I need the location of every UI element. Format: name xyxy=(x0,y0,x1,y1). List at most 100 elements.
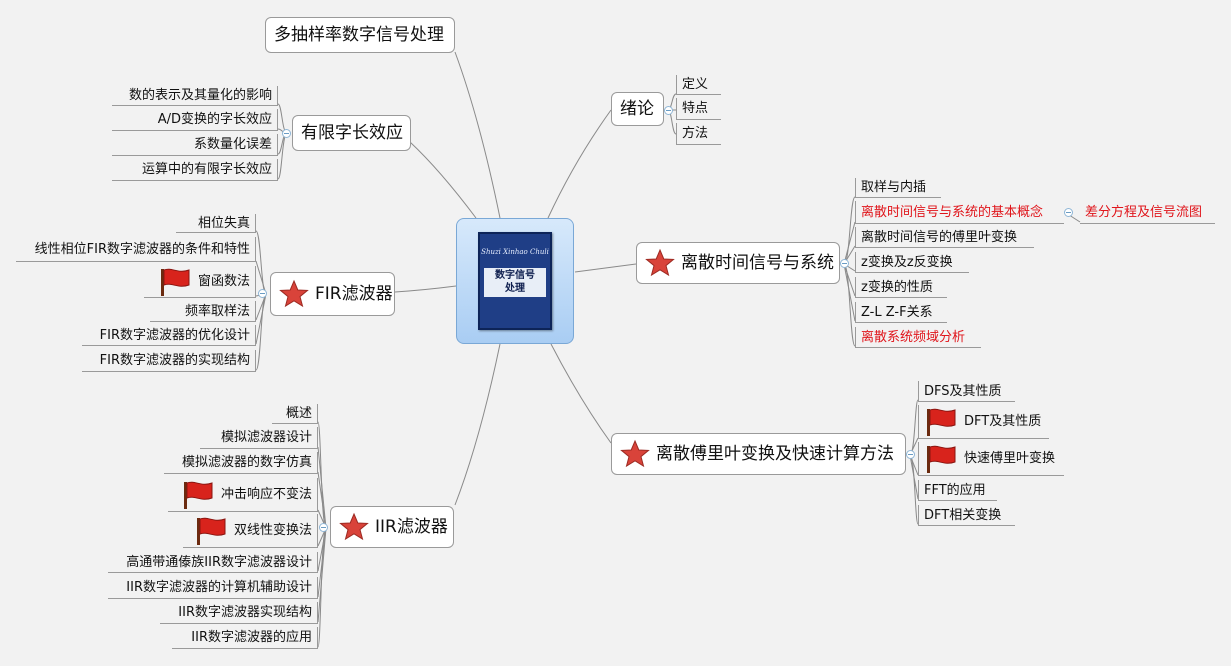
list-item[interactable]: 差分方程及信号流图 xyxy=(1080,202,1215,224)
collapse-toggle-icon[interactable] xyxy=(1064,208,1073,217)
list-item[interactable]: 取样与内插 xyxy=(855,178,941,198)
book-title-line1: 数字信号 xyxy=(495,270,535,281)
collapse-toggle-icon[interactable] xyxy=(840,259,849,268)
list-item[interactable]: z变换及z反变换 xyxy=(855,252,969,273)
list-item[interactable]: 模拟滤波器的数字仿真 xyxy=(164,452,318,474)
leaf-label: 模拟滤波器的数字仿真 xyxy=(181,455,312,470)
list-item[interactable]: 系数量化误差 xyxy=(112,134,278,156)
star-icon xyxy=(339,512,369,542)
list-item[interactable]: 频率取样法 xyxy=(150,301,256,322)
list-item[interactable]: 特点 xyxy=(676,98,721,120)
list-item[interactable]: 冲击响应不变法 xyxy=(168,478,318,512)
list-item[interactable]: DFT相关变换 xyxy=(918,505,1015,526)
topic-discrete-time-systems[interactable]: 离散时间信号与系统 xyxy=(636,242,840,284)
topic-intro[interactable]: 绪论 xyxy=(611,92,664,126)
leaf-label: DFS及其性质 xyxy=(924,383,1002,399)
list-item[interactable]: FIR数字滤波器的实现结构 xyxy=(82,350,256,372)
leaf-label: 模拟滤波器设计 xyxy=(220,430,312,445)
collapse-toggle-icon[interactable] xyxy=(258,289,267,298)
red-flag-icon xyxy=(181,480,215,510)
list-item[interactable]: 相位失真 xyxy=(176,214,256,233)
list-item[interactable]: IIR数字滤波器的应用 xyxy=(172,627,318,649)
topic-label: 多抽样率数字信号处理 xyxy=(274,24,444,45)
list-item[interactable]: FIR数字滤波器的优化设计 xyxy=(82,325,256,346)
list-item[interactable]: 数的表示及其量化的影响 xyxy=(112,86,278,106)
list-item[interactable]: 窗函数法 xyxy=(144,266,256,298)
collapse-toggle-icon[interactable] xyxy=(282,129,291,138)
topic-multirate[interactable]: 多抽样率数字信号处理 xyxy=(265,17,455,53)
leaf-label: 离散时间信号的傅里叶变换 xyxy=(861,229,1018,245)
leaf-label: IIR数字滤波器的应用 xyxy=(191,630,312,645)
book-pinyin-title: Shuzi Xinhao Chuli xyxy=(481,248,549,256)
list-item[interactable]: DFT及其性质 xyxy=(918,405,1049,439)
topic-label: IIR滤波器 xyxy=(375,516,448,537)
topic-fir-filter[interactable]: FIR滤波器 xyxy=(270,272,395,316)
topic-dft-fft[interactable]: 离散傅里叶变换及快速计算方法 xyxy=(611,433,906,475)
book-title-line2: 处理 xyxy=(505,283,525,294)
star-icon xyxy=(279,279,309,309)
list-item[interactable]: 快速傅里叶变换 xyxy=(918,442,1064,476)
list-item[interactable]: 高通带通傣族IIR数字滤波器设计 xyxy=(108,552,318,573)
topic-label: 绪论 xyxy=(620,98,654,119)
leaf-label: z变换的性质 xyxy=(861,279,933,295)
list-item[interactable]: 线性相位FIR数字滤波器的条件和特性 xyxy=(16,237,256,262)
leaf-label: IIR数字滤波器的计算机辅助设计 xyxy=(126,580,312,595)
leaf-label: IIR数字滤波器实现结构 xyxy=(178,605,312,620)
red-flag-icon xyxy=(158,267,192,297)
collapse-toggle-icon[interactable] xyxy=(319,523,328,532)
list-item[interactable]: IIR数字滤波器实现结构 xyxy=(160,602,318,624)
collapse-toggle-icon[interactable] xyxy=(664,106,673,115)
topic-iir-filter[interactable]: IIR滤波器 xyxy=(330,506,454,548)
red-flag-icon xyxy=(194,516,228,546)
leaf-label: 离散系统频域分析 xyxy=(861,329,966,345)
list-item[interactable]: 模拟滤波器设计 xyxy=(200,427,318,449)
leaf-label: 系数量化误差 xyxy=(193,137,272,152)
list-item[interactable]: 定义 xyxy=(676,75,721,95)
leaf-label: DFT及其性质 xyxy=(964,414,1042,429)
topic-label: 离散傅里叶变换及快速计算方法 xyxy=(656,443,894,464)
leaf-label: FIR数字滤波器的实现结构 xyxy=(99,353,250,368)
leaf-label: z变换及z反变换 xyxy=(861,254,953,270)
leaf-label: 定义 xyxy=(682,77,709,92)
list-item[interactable]: 运算中的有限字长效应 xyxy=(112,159,278,181)
leaf-label: 线性相位FIR数字滤波器的条件和特性 xyxy=(34,241,250,257)
list-item[interactable]: IIR数字滤波器的计算机辅助设计 xyxy=(108,577,318,599)
leaf-label: A/D变换的字长效应 xyxy=(157,112,272,127)
list-item[interactable]: Z-L Z-F关系 xyxy=(855,302,947,323)
list-item[interactable]: 概述 xyxy=(272,404,318,424)
list-item[interactable]: FFT的应用 xyxy=(918,480,997,501)
leaf-label: 相位失真 xyxy=(197,215,250,231)
leaf-label: 数的表示及其量化的影响 xyxy=(128,88,272,103)
leaf-label: 运算中的有限字长效应 xyxy=(141,162,272,177)
topic-label: FIR滤波器 xyxy=(315,283,393,304)
leaf-label: 窗函数法 xyxy=(197,274,250,289)
leaf-label: DFT相关变换 xyxy=(924,507,1002,523)
list-item[interactable]: 离散时间信号与系统的基本概念 xyxy=(855,201,1064,224)
leaf-label: 概述 xyxy=(285,406,312,421)
topic-label: 有限字长效应 xyxy=(301,122,403,143)
leaf-label: FFT的应用 xyxy=(924,482,986,498)
list-item[interactable]: 方法 xyxy=(676,123,721,145)
list-item[interactable]: 离散时间信号的傅里叶变换 xyxy=(855,227,1034,248)
topic-label: 离散时间信号与系统 xyxy=(681,252,834,273)
leaf-label: Z-L Z-F关系 xyxy=(861,304,933,320)
leaf-label: 双线性变换法 xyxy=(233,523,312,538)
leaf-label: 差分方程及信号流图 xyxy=(1085,205,1203,220)
star-icon xyxy=(620,439,650,469)
list-item[interactable]: z变换的性质 xyxy=(855,277,947,298)
list-item[interactable]: A/D变换的字长效应 xyxy=(112,109,278,131)
topic-finite-wordlength[interactable]: 有限字长效应 xyxy=(292,115,411,151)
list-item[interactable]: DFS及其性质 xyxy=(918,381,1015,402)
leaf-label: 冲击响应不变法 xyxy=(220,487,312,502)
leaf-label: FIR数字滤波器的优化设计 xyxy=(99,327,250,343)
list-item[interactable]: 离散系统频域分析 xyxy=(855,327,981,348)
central-topic-book-cover[interactable]: Shuzi Xinhao Chuli 数字信号 处理 xyxy=(456,218,574,344)
red-flag-icon xyxy=(924,444,958,474)
leaf-label: 快速傅里叶变换 xyxy=(964,451,1056,466)
leaf-label: 方法 xyxy=(682,126,709,141)
list-item[interactable]: 双线性变换法 xyxy=(183,514,318,548)
book-title: 数字信号 处理 xyxy=(484,268,546,297)
leaf-label: 频率取样法 xyxy=(184,303,250,319)
collapse-toggle-icon[interactable] xyxy=(906,450,915,459)
